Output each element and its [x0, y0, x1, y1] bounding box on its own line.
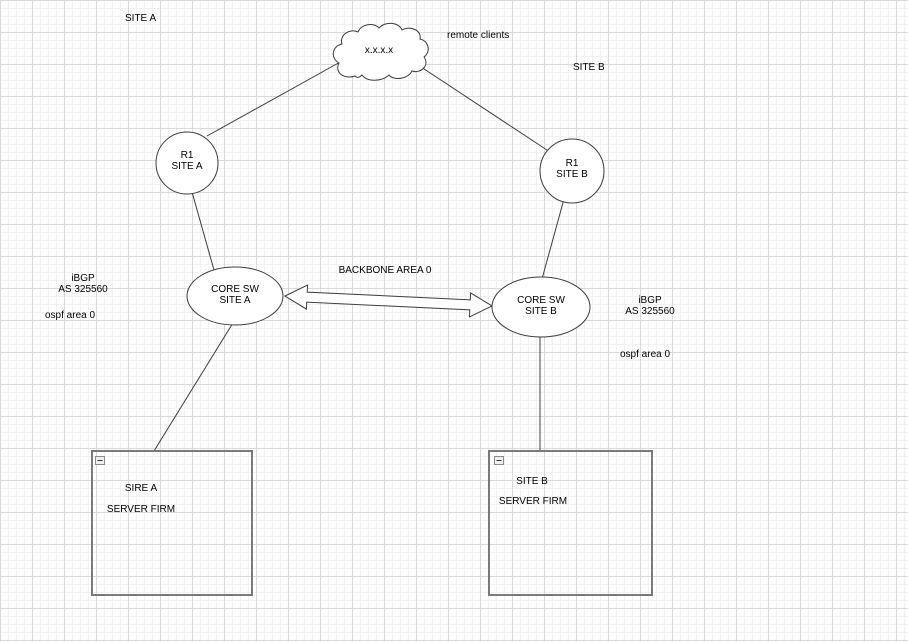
connector-router-b-to-core-b[interactable] — [541, 198, 565, 280]
connector-cloud-to-router-b[interactable] — [414, 62, 551, 153]
ospf-left-label: ospf area 0 — [45, 310, 96, 321]
core-switch-b-line2: SITE B — [525, 306, 557, 317]
site-b-region-label: SITE B — [573, 62, 605, 73]
site-a-region-label: SITE A — [125, 13, 157, 24]
server-farm-a-title: SIRE A — [124, 483, 158, 494]
router-a-line2: SITE A — [171, 161, 203, 172]
core-switch-a-ellipse[interactable] — [186, 266, 284, 326]
ospf-right-label: ospf area 0 — [620, 349, 671, 360]
server-farm-a-collapse-button[interactable] — [95, 456, 105, 465]
core-switch-a-line2: SITE A — [219, 295, 251, 306]
ibgp-right-label: iBGP AS 325560 — [625, 295, 675, 317]
remote-clients-label: remote clients — [447, 30, 510, 41]
router-a-circle[interactable] — [155, 131, 219, 195]
router-b-circle[interactable] — [539, 138, 605, 204]
ibgp-right-line1: iBGP — [638, 295, 662, 306]
cloud-shape[interactable] — [332, 22, 429, 81]
server-farm-b-box[interactable] — [488, 450, 653, 596]
cloud-label: x.x.x.x — [364, 45, 394, 56]
server-farm-a-subtitle: SERVER FIRM — [106, 504, 176, 515]
core-switch-b-line1: CORE SW — [517, 295, 565, 306]
router-a-line1: R1 — [180, 150, 194, 161]
ibgp-left-label: iBGP AS 325560 — [58, 273, 108, 295]
router-b-line1: R1 — [565, 158, 579, 169]
core-switch-b-label: CORE SW SITE B — [517, 295, 565, 317]
router-b-label: R1 SITE B — [556, 158, 588, 180]
ibgp-right-line2: AS 325560 — [625, 306, 675, 317]
server-farm-b-collapse-button[interactable] — [494, 456, 504, 465]
server-farm-b-subtitle: SERVER FIRM — [498, 496, 568, 507]
connector-router-a-to-core-a[interactable] — [191, 191, 215, 271]
core-switch-b-ellipse[interactable] — [491, 276, 591, 338]
server-farm-a-box[interactable] — [91, 450, 253, 596]
ibgp-left-line2: AS 325560 — [58, 284, 108, 295]
core-switch-a-label: CORE SW SITE A — [211, 284, 259, 306]
backbone-area-label: BACKBONE AREA 0 — [338, 265, 432, 276]
router-b-line2: SITE B — [556, 169, 588, 180]
core-switch-a-line1: CORE SW — [211, 284, 259, 295]
backbone-double-arrow[interactable] — [283, 284, 494, 318]
ibgp-left-line1: iBGP — [71, 273, 95, 284]
connector-core-a-to-server-farm-a[interactable] — [153, 317, 237, 452]
connector-cloud-to-router-a[interactable] — [206, 60, 343, 137]
router-a-label: R1 SITE A — [171, 150, 202, 172]
server-farm-b-title: SITE B — [516, 476, 548, 487]
